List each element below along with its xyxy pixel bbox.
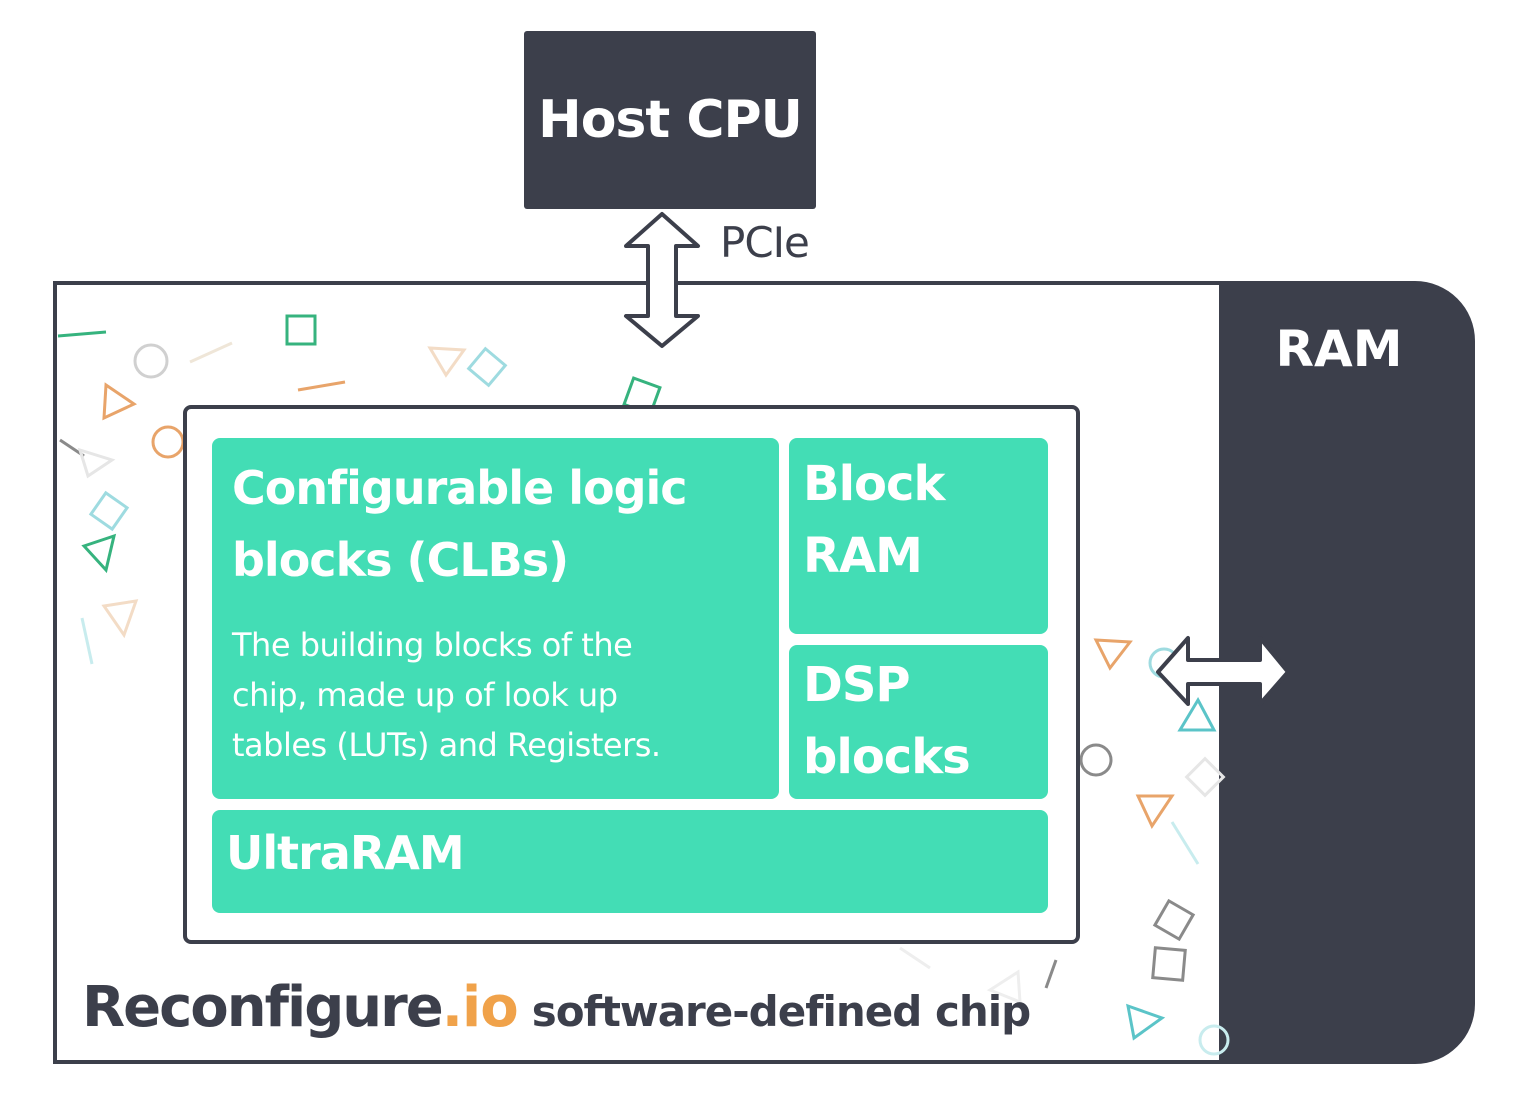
double-arrow-horizontal-icon — [1156, 636, 1290, 706]
confetti-circle — [1198, 1024, 1230, 1056]
host-cpu-label: Host CPU — [538, 90, 803, 150]
dsp-line2: blocks — [803, 729, 971, 785]
confetti-line — [1044, 959, 1058, 989]
footer-brand-accent: .io — [441, 975, 519, 1040]
clb-block: Configurable logic blocks (CLBs) The bui… — [212, 438, 779, 799]
confetti-triangle — [427, 346, 467, 378]
clb-description: The building blocks of the chip, made up… — [232, 620, 759, 770]
confetti-circle — [133, 343, 169, 379]
confetti-square — [1151, 946, 1187, 982]
confetti-triangle — [101, 599, 139, 639]
pcie-label: PCIe — [720, 218, 810, 267]
confetti-square — [1184, 756, 1226, 798]
clb-title-line1: Configurable logic — [232, 461, 688, 515]
clb-desc-line3: tables (LUTs) and Registers. — [232, 726, 661, 764]
confetti-line — [80, 617, 94, 665]
confetti-triangle — [81, 533, 117, 574]
confetti-square — [88, 490, 130, 532]
ultraram-block: UltraRAM — [212, 810, 1048, 913]
confetti-line — [1170, 821, 1200, 865]
confetti-triangle — [1177, 696, 1217, 732]
ram-label: RAM — [1275, 320, 1403, 378]
confetti-square — [285, 314, 317, 346]
confetti-circle — [1079, 743, 1113, 777]
clb-title-line2: blocks (CLBs) — [232, 533, 569, 587]
confetti-line — [899, 946, 931, 970]
block-ram-line1: Block — [803, 456, 945, 512]
confetti-triangle — [1126, 1003, 1166, 1041]
clb-title: Configurable logic blocks (CLBs) — [232, 452, 759, 596]
confetti-triangle — [986, 969, 1022, 1005]
dsp-line1: DSP — [803, 657, 911, 713]
confetti-square — [1152, 898, 1196, 942]
footer-tagline: software-defined chip — [531, 987, 1032, 1036]
block-ram-block: Block RAM — [789, 438, 1048, 634]
ultraram-label: UltraRAM — [226, 826, 465, 880]
clb-desc-line2: chip, made up of look up — [232, 676, 618, 714]
confetti-triangle — [1093, 638, 1133, 671]
clb-desc-line1: The building blocks of the — [232, 626, 633, 664]
confetti-triangle — [77, 447, 116, 479]
confetti-triangle — [1135, 794, 1175, 830]
footer-brand: Reconfigure — [82, 975, 444, 1040]
confetti-square — [466, 346, 508, 388]
double-arrow-vertical-icon — [624, 212, 700, 348]
confetti-line — [57, 330, 107, 338]
confetti-triangle — [102, 382, 138, 421]
block-ram-line2: RAM — [803, 528, 923, 584]
host-cpu-box: Host CPU — [524, 31, 816, 209]
dsp-block: DSP blocks — [789, 645, 1048, 799]
confetti-line — [297, 380, 346, 392]
confetti-line — [189, 341, 233, 364]
